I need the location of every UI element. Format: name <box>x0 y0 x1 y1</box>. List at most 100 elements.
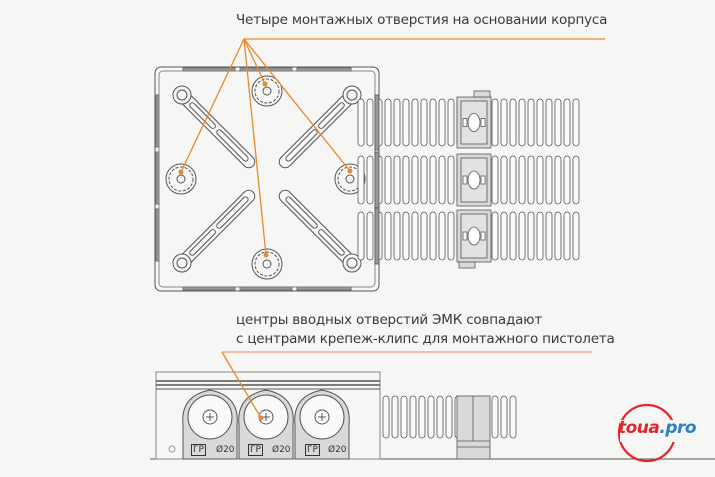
corrugated-tube-side <box>382 395 517 460</box>
tube-rib <box>357 155 365 205</box>
tube-rib <box>384 211 392 261</box>
tube-rib <box>518 155 526 205</box>
edge-bars <box>155 67 352 291</box>
tube-rib <box>366 155 374 205</box>
logo-text-main: toua <box>618 418 660 438</box>
tube-rib <box>527 155 535 205</box>
tube-rib <box>536 155 544 205</box>
logo-text: toua.pro <box>618 418 697 438</box>
tube-rib <box>357 211 365 261</box>
clip-mark-2: ГР <box>248 444 263 456</box>
tube-rib <box>445 395 453 439</box>
clip-3 <box>294 389 350 460</box>
tube-rib <box>402 155 410 205</box>
tube-rib <box>382 395 390 439</box>
tube-row-1 <box>357 94 580 151</box>
tube-rib <box>384 155 392 205</box>
tube-rib <box>491 155 499 205</box>
leader-hole-right <box>243 38 351 172</box>
clip-caption-line1: центры вводных отверстий ЭМК совпадают <box>236 312 542 328</box>
tube-rib <box>527 98 535 147</box>
leader-lines <box>180 38 605 419</box>
tube-rib <box>545 98 553 147</box>
tube-rib <box>509 155 517 205</box>
tube-rib <box>447 211 455 261</box>
tube-rib <box>527 211 535 261</box>
tube-rib <box>366 211 374 261</box>
tube-rib <box>436 395 444 439</box>
tube-rib <box>393 98 401 147</box>
tube-rib <box>545 211 553 261</box>
tube-rib <box>420 211 428 261</box>
leader-hole-left <box>180 38 245 173</box>
tube-row-2 <box>357 151 580 209</box>
tube-rib <box>509 211 517 261</box>
clip-1 <box>182 389 238 460</box>
tube-rib <box>500 98 508 147</box>
logo-text-domain: .pro <box>659 418 697 438</box>
tube-rib <box>509 98 517 147</box>
tube-rib <box>572 98 580 147</box>
tube-rib <box>536 211 544 261</box>
tube-rib <box>563 98 571 147</box>
corner-ring <box>342 85 362 105</box>
tube-rib <box>409 395 417 439</box>
enclosure-side-view <box>150 371 715 460</box>
clip-caption-line2: с центрами крепеж-клипс для монтажного п… <box>236 331 615 347</box>
tube-rib <box>554 155 562 205</box>
tube-rib <box>554 98 562 147</box>
tube-rib <box>447 155 455 205</box>
tube-row-3 <box>357 207 580 265</box>
tube-rib <box>384 98 392 147</box>
tube-rib <box>393 155 401 205</box>
tube-rib <box>429 98 437 147</box>
tube-rib <box>429 155 437 205</box>
tube-rib <box>572 155 580 205</box>
mounting-hole-1 <box>251 75 283 107</box>
leader-dots <box>178 81 353 421</box>
clip-diameter-3: Ø20 <box>328 445 347 455</box>
tube-rib <box>357 98 365 147</box>
tube-rib <box>393 211 401 261</box>
tube-rib <box>500 395 508 439</box>
tube-rib <box>411 211 419 261</box>
tube-rib <box>518 98 526 147</box>
tube-clips <box>182 389 350 460</box>
tube-rib <box>563 211 571 261</box>
tube-rib <box>491 395 499 439</box>
clip-diameter-2: Ø20 <box>272 445 291 455</box>
leader-clip-center <box>221 351 262 419</box>
tube-rib <box>500 155 508 205</box>
corner-ring <box>172 85 192 105</box>
tube-rib <box>411 155 419 205</box>
mounting-holes-caption: Четыре монтажных отверстия на основании … <box>236 12 608 28</box>
tube-rib <box>418 395 426 439</box>
tube-rib <box>447 98 455 147</box>
tube-rib <box>518 211 526 261</box>
tube-rib <box>366 98 374 147</box>
tube-rib <box>491 211 499 261</box>
tube-rib <box>536 98 544 147</box>
clip-diameter-1: Ø20 <box>216 445 235 455</box>
tube-rib <box>563 155 571 205</box>
tube-rib <box>509 395 517 439</box>
toua-pro-logo <box>617 403 680 463</box>
clip-2 <box>238 389 294 460</box>
leader-hole-bottom <box>243 38 267 256</box>
tube-rib <box>402 98 410 147</box>
clip-mark-3: ГР <box>305 444 320 456</box>
mounting-slots <box>172 85 362 273</box>
cable-gland-side <box>456 395 491 460</box>
leader-hole-top <box>243 38 266 85</box>
tube-rib <box>411 98 419 147</box>
tube-rib <box>429 211 437 261</box>
tube-rib <box>438 155 446 205</box>
clip-mark-1: ГР <box>191 444 206 456</box>
corner-ring <box>342 253 362 273</box>
corrugated-tubes-top <box>357 90 580 269</box>
tube-rib <box>438 211 446 261</box>
mounting-holes <box>165 75 366 280</box>
tube-rib <box>554 211 562 261</box>
tube-rib <box>572 211 580 261</box>
